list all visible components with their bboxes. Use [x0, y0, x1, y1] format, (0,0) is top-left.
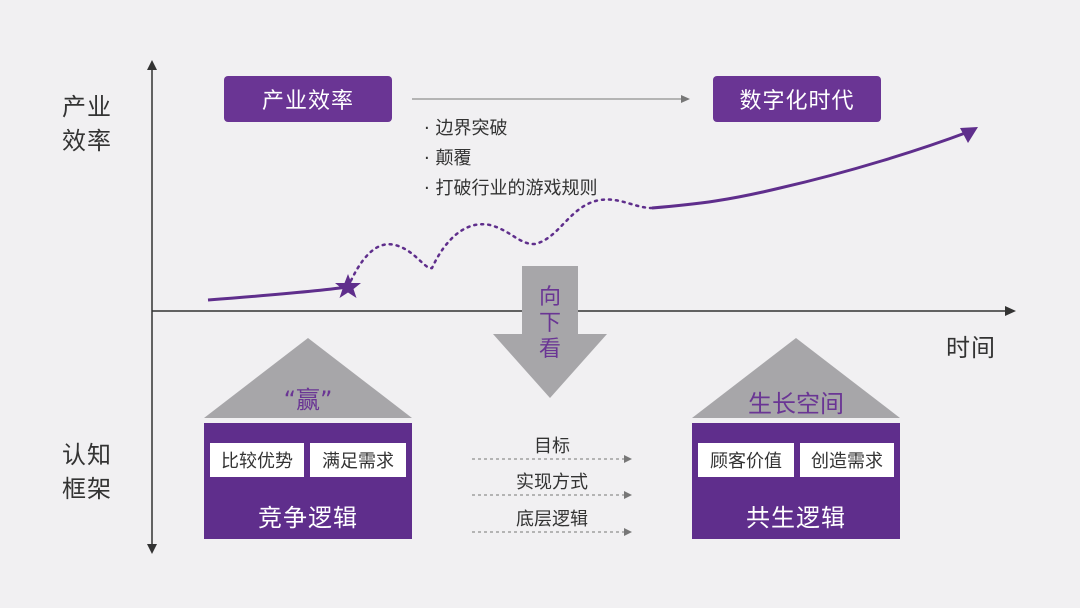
vertical-axis-bottom-arrow: [147, 544, 157, 554]
y-axis-label-top: 产业效率: [62, 93, 112, 155]
vertical-axis-top-arrow: [147, 60, 157, 70]
middle-arrow-2-head: [624, 491, 632, 499]
chip-customer-value: 顾客价值: [698, 443, 794, 477]
left-house-body: [204, 423, 412, 539]
chip-create-demand: 创造需求: [800, 443, 894, 477]
left-house-roof-label: “赢”: [283, 386, 333, 414]
left-house-roof: [204, 338, 412, 418]
y-axis-label-bottom: 认知框架: [62, 441, 112, 503]
curve-dotted: [346, 198, 654, 289]
down-arrow-label-1: 向: [538, 285, 561, 310]
right-house-title: 共生逻辑: [746, 504, 846, 532]
industry-efficiency-box: 产业效率: [224, 76, 392, 122]
chip-meet-demand: 满足需求: [310, 443, 406, 477]
curve-arrowhead: [960, 127, 978, 143]
left-house-title: 竞争逻辑: [258, 504, 358, 532]
right-house-roof-label: 生长空间: [748, 390, 844, 418]
x-axis-label: 时间: [946, 334, 996, 362]
down-arrow-label-3: 看: [538, 337, 561, 362]
bullet-break-rules: · 打破行业的游戏规则: [424, 178, 598, 199]
middle-arrow-1-head: [624, 455, 632, 463]
middle-label-goal: 目标: [534, 436, 570, 457]
curve-end: [651, 130, 969, 210]
digital-era-box: 数字化时代: [713, 76, 881, 122]
curve-start: [207, 285, 349, 302]
star-marker: [335, 274, 361, 298]
middle-label-logic: 底层逻辑: [516, 509, 588, 530]
time-axis-arrow: [1005, 306, 1016, 316]
middle-label-method: 实现方式: [516, 472, 588, 493]
top-connector-arrow: [681, 95, 690, 103]
bullet-disruption: · 颠覆: [424, 148, 472, 169]
down-arrow-label-2: 下: [538, 311, 561, 336]
down-arrow-shape: [493, 266, 607, 398]
right-house-body: [692, 423, 900, 539]
bullet-boundary-breakthrough: · 边界突破: [424, 118, 508, 139]
chip-comparative-advantage: 比较优势: [210, 443, 304, 477]
right-house-roof: [692, 338, 900, 418]
middle-arrow-3-head: [624, 528, 632, 536]
